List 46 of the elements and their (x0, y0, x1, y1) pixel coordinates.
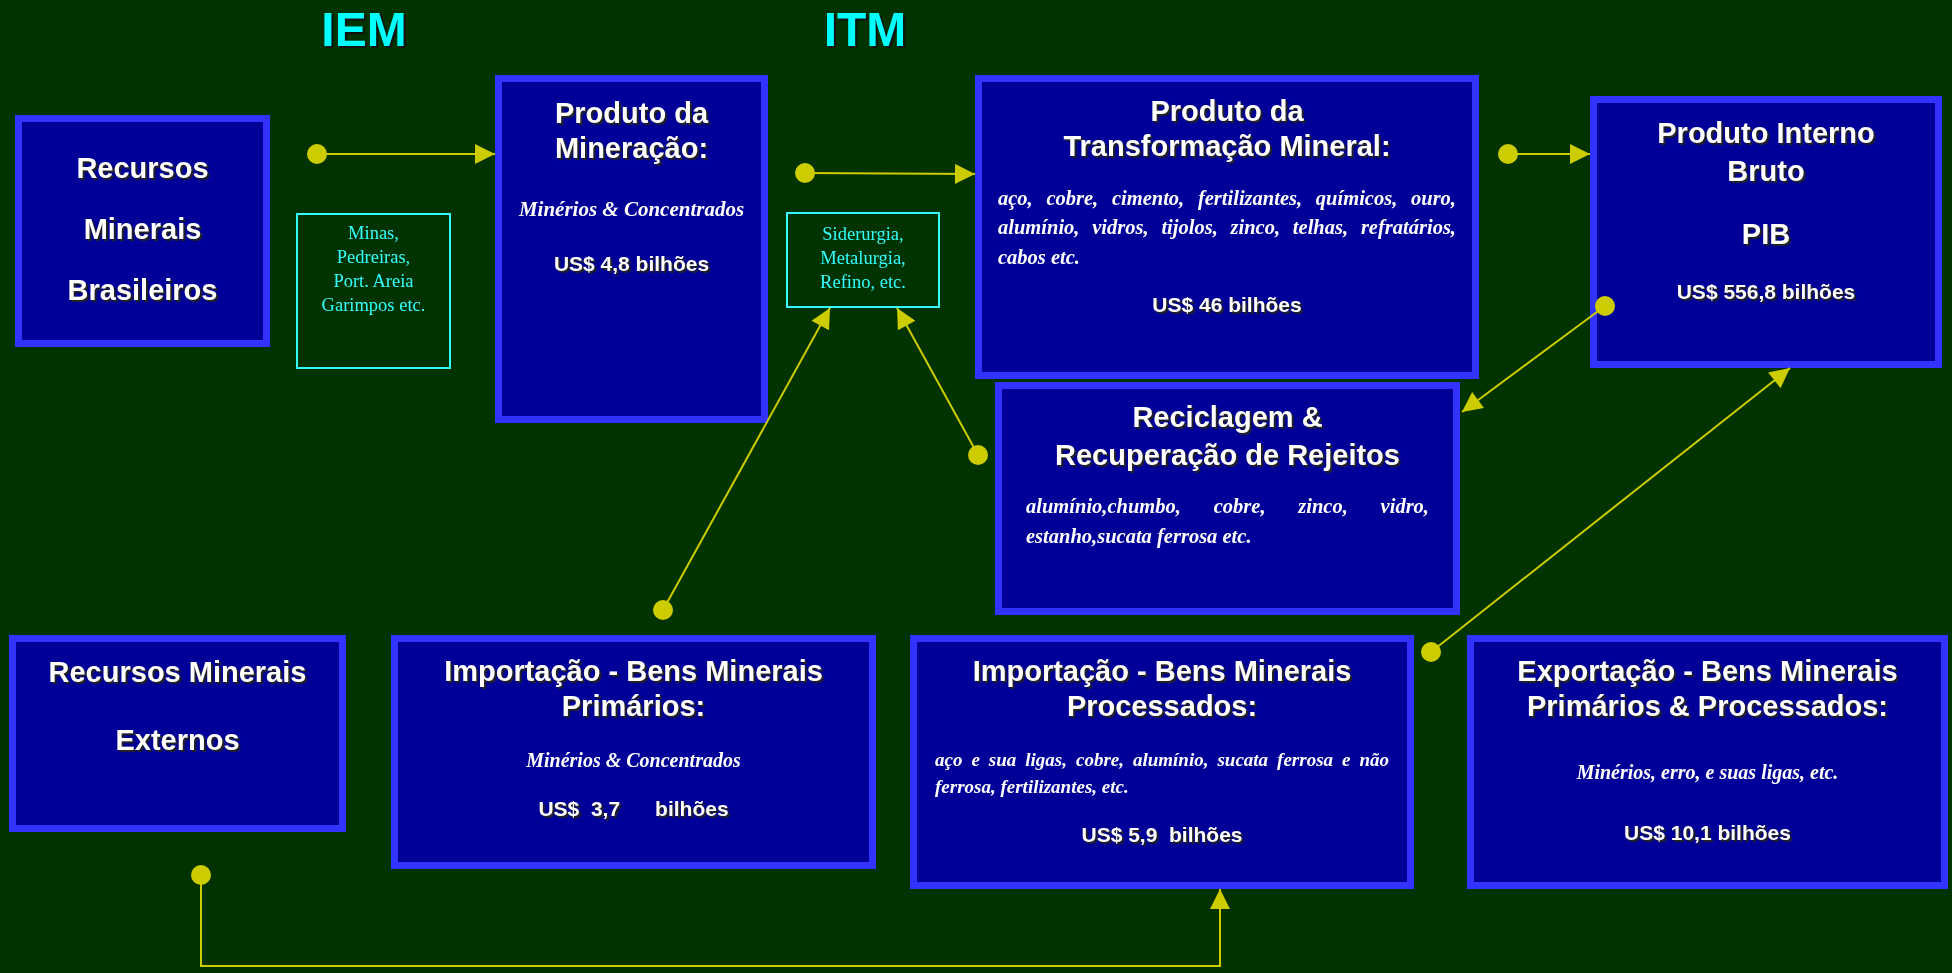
activity-box (786, 212, 940, 308)
item-list: aço e sua ligas, cobre, alumínio, sucata ferrosa e não ferrosa, fertilizantes, etc. (935, 745, 1389, 801)
process-box (1590, 96, 1942, 368)
process-box (391, 635, 876, 869)
item-list: alumínio,chumbo, cobre, zinco, vidro, estanho,sucata ferrosa etc. (1026, 492, 1429, 552)
item-list: Minérios, erro, e suas ligas, etc. (1488, 757, 1927, 787)
process-box (995, 382, 1460, 615)
item-list: aço, cobre, cimento, fertilizantes, químicos, ouro, alumínio, vidros, tijolos, zinco, telhas, refratários, cabos etc. (998, 183, 1456, 273)
arrow (1461, 296, 1615, 413)
box-heading: Externos (115, 722, 240, 758)
arrow (896, 307, 988, 465)
box-heading: Recursos Minerais Brasileiros (66, 151, 219, 308)
box-heading: Produto da Transformação Mineral: (1062, 94, 1392, 164)
arrow (191, 865, 1230, 967)
arrow (307, 144, 496, 164)
activity-list: Minas, Pedreiras, Port. Areia Garimpos etc. (321, 221, 426, 318)
value-text: US$ 46 bilhões (1151, 292, 1303, 317)
section-heading: ITM (823, 2, 907, 57)
arrow (1421, 367, 1791, 662)
value-text: US$ 5,9 bilhões (1080, 822, 1244, 847)
item-list: Minérios & Concentrados (514, 193, 749, 225)
activity-list: Siderurgia, Metalurgia, Refino, etc. (811, 222, 915, 295)
box-heading: Produto da Mineração: (553, 96, 710, 166)
activity-box (296, 213, 451, 369)
process-box (1467, 635, 1948, 889)
arrow (795, 163, 976, 184)
section-heading: IEM (321, 2, 407, 57)
value-text: US$ 4,8 bilhões (552, 252, 711, 277)
arrow (653, 307, 831, 620)
item-list: Minérios & Concentrados (412, 745, 855, 775)
process-box (975, 75, 1479, 379)
process-box (15, 115, 270, 347)
box-heading: Reciclagem & Recuperação de Rejeitos (1054, 400, 1401, 473)
box-heading: Exportação - Bens Minerais Primários & Processados: (1516, 654, 1899, 724)
process-box (9, 635, 346, 832)
process-box (495, 75, 768, 423)
box-heading: Produto Interno Bruto (1656, 116, 1876, 189)
box-heading: PIB (1741, 217, 1791, 253)
process-box (910, 635, 1414, 889)
box-heading: Importação - Bens Minerais Primários: (443, 654, 824, 724)
box-heading: Importação - Bens Minerais Processados: (971, 654, 1353, 724)
value-text: US$ 10,1 bilhões (1623, 820, 1792, 845)
arrow (1498, 144, 1591, 164)
box-heading: Recursos Minerais (48, 655, 307, 690)
value-text: US$ 3,7 bilhões (537, 796, 730, 821)
value-text: US$ 556,8 bilhões (1675, 280, 1857, 305)
